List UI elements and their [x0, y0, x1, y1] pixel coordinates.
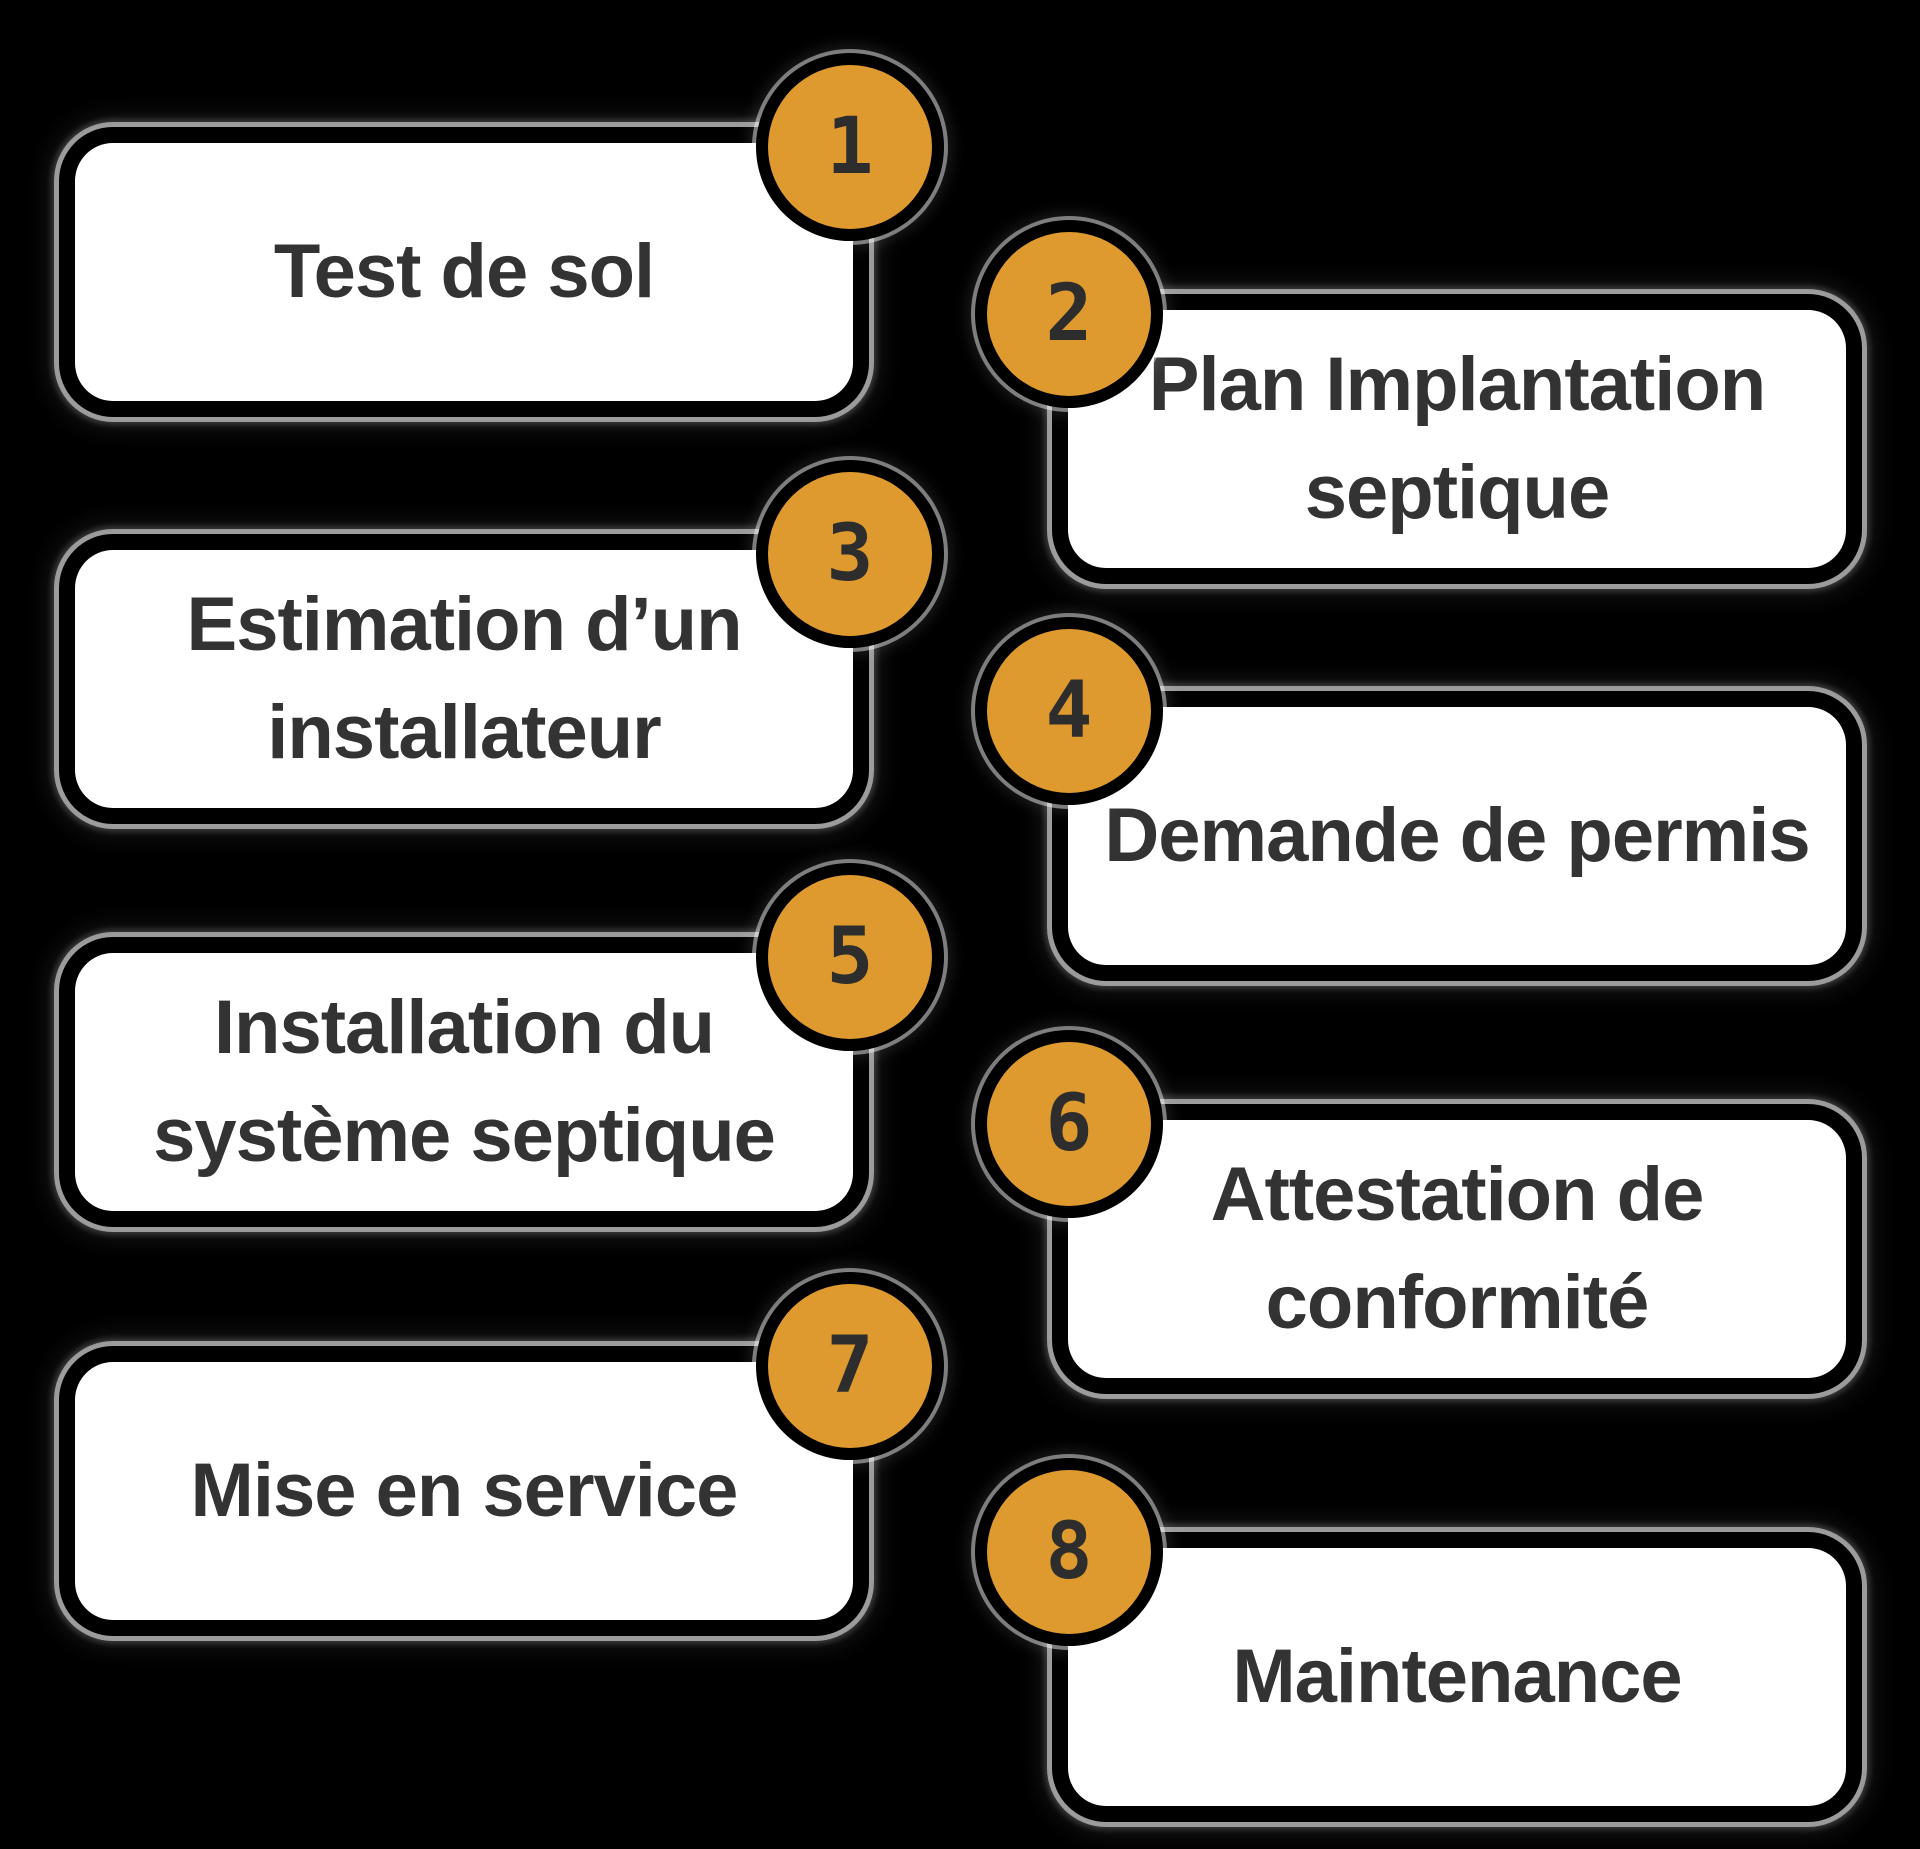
step-number-badge-1: 1 [768, 65, 932, 229]
step-number: 8 [1045, 1507, 1093, 1597]
step-label: Test de sol [75, 143, 853, 401]
step-number: 1 [826, 102, 874, 192]
step-label: Mise en service [75, 1362, 853, 1620]
step-card-1: 1 Test de sol [75, 65, 932, 401]
step-number-badge-8: 8 [987, 1470, 1151, 1634]
step-card-6: 6 Attestation de conformité [987, 1042, 1846, 1378]
step-card-4: 4 Demande de permis [987, 629, 1846, 965]
step-label: Maintenance [1068, 1548, 1846, 1806]
step-number-badge-5: 5 [768, 875, 932, 1039]
step-card-5: 5 Installation du système septique [75, 875, 932, 1211]
step-number: 6 [1045, 1079, 1093, 1169]
step-label: Installation du système septique [75, 953, 853, 1211]
step-label: Plan Implantation septique [1068, 310, 1846, 568]
step-label: Estimation d’un installateur [75, 550, 853, 808]
step-label-line: Installation du [213, 985, 715, 1071]
step-card-3: 3 Estimation d’un installateur [75, 472, 932, 808]
step-card-8: 8 Maintenance [987, 1470, 1846, 1806]
step-label-line: Attestation de [1210, 1152, 1705, 1238]
step-number-badge-4: 4 [987, 629, 1151, 793]
step-label-line: Estimation d’un [186, 582, 743, 668]
step-number: 4 [1045, 666, 1093, 756]
step-number-badge-2: 2 [987, 232, 1151, 396]
step-label-line: conformité [1265, 1260, 1650, 1345]
step-number: 7 [826, 1321, 874, 1411]
step-number: 5 [826, 912, 874, 1002]
step-label-line: installateur [267, 690, 661, 775]
step-label-line: Mise en service [190, 1448, 739, 1534]
step-label-line: système septique [153, 1093, 776, 1178]
step-label-line: Plan Implantation [1148, 342, 1766, 428]
step-label-line: Test de sol [273, 229, 655, 315]
step-number: 2 [1045, 269, 1093, 359]
step-label-line: Maintenance [1232, 1634, 1682, 1720]
step-number-badge-6: 6 [987, 1042, 1151, 1206]
step-label-line: septique [1304, 450, 1610, 535]
step-number-badge-7: 7 [768, 1284, 932, 1448]
step-number-badge-3: 3 [768, 472, 932, 636]
step-label: Demande de permis [1068, 707, 1846, 965]
step-number: 3 [826, 509, 874, 599]
step-card-2: 2 Plan Implantation septique [987, 232, 1846, 568]
step-label: Attestation de conformité [1068, 1120, 1846, 1378]
step-card-7: 7 Mise en service [75, 1284, 932, 1620]
step-label-line: Demande de permis [1104, 793, 1810, 879]
